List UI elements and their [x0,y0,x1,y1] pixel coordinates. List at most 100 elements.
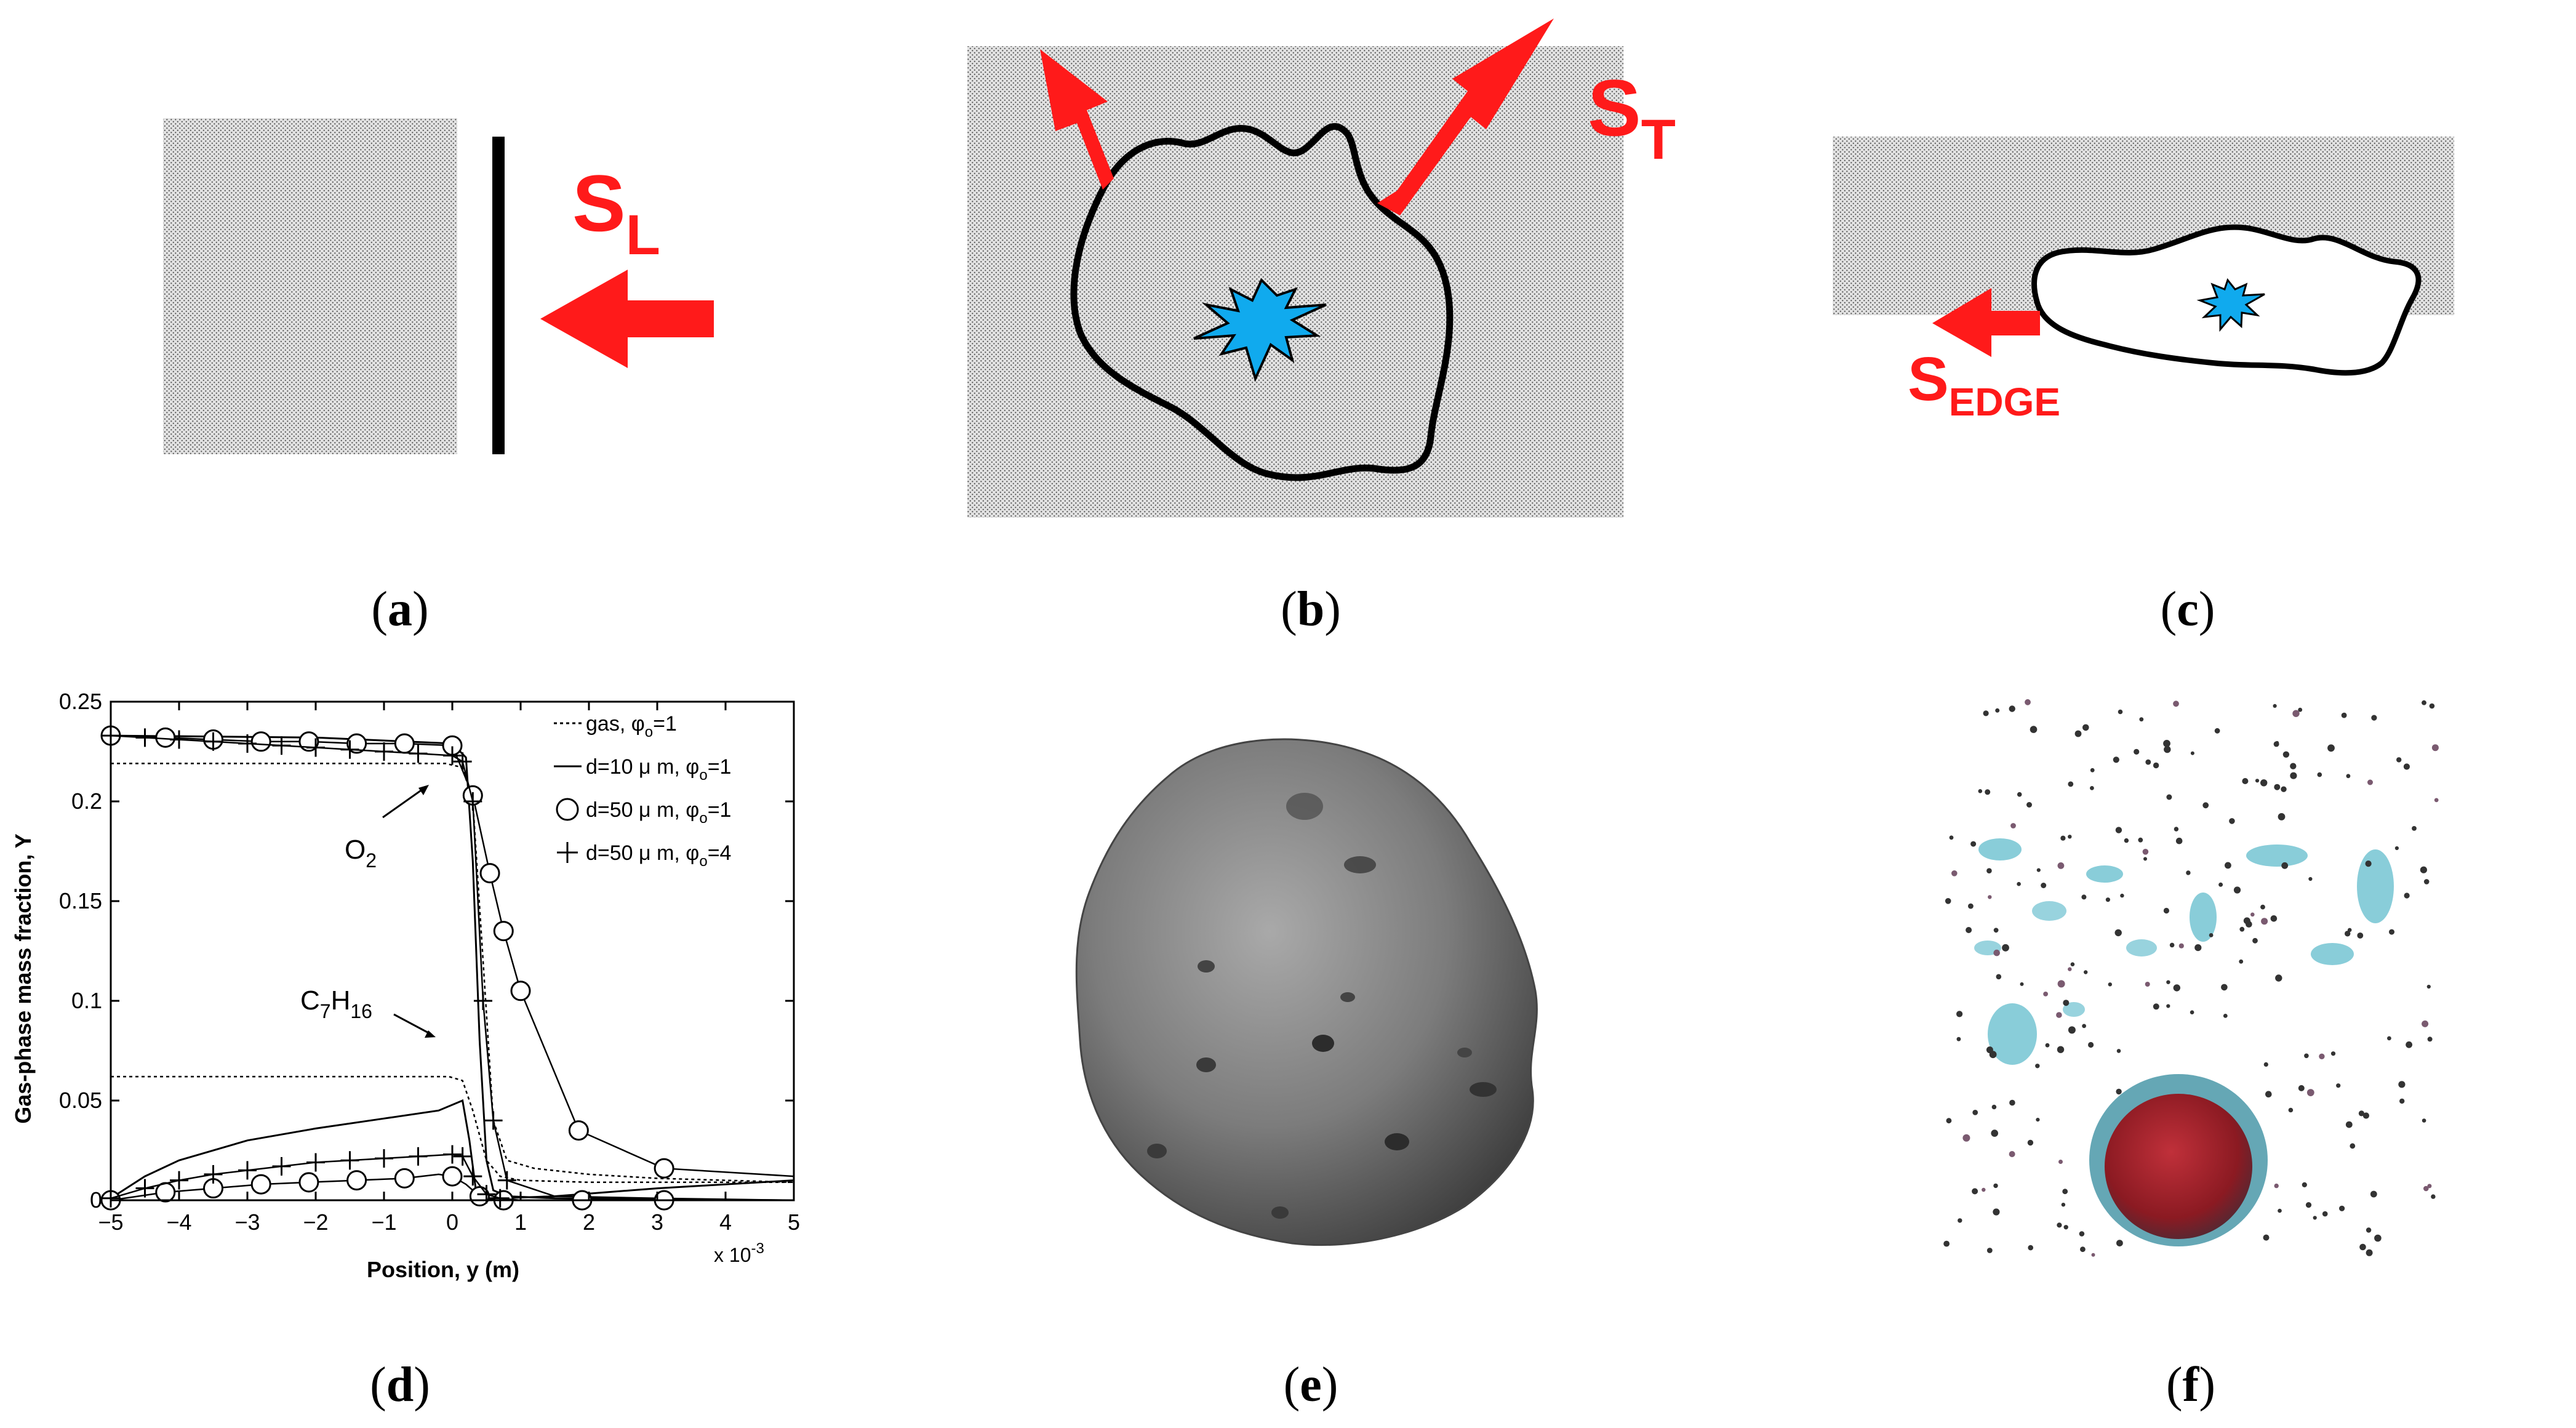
plus-marker [375,742,393,761]
droplet-dot [1958,1218,1962,1223]
surface-dimple [1312,1035,1334,1052]
droplet-dot [2043,992,2048,997]
droplet-dot [2370,1190,2377,1198]
plus-marker [443,1145,462,1164]
droplet-dot [1983,710,1989,716]
droplet-dot [2278,813,2286,820]
droplet-dot [1972,1188,1978,1195]
droplet-dot [2302,1182,2307,1187]
droplet-dot [2114,929,2122,937]
droplet-dot [2434,798,2439,803]
droplet-dot [2074,730,2082,737]
droplet-dot [1962,1134,1970,1142]
droplet-dot [2233,886,2241,894]
droplet-dot [1985,789,1991,795]
plus-marker [204,1165,223,1184]
x-tick-label: −2 [303,1209,328,1235]
droplet-dot [2350,1143,2356,1149]
cyan-patch [2126,939,2157,957]
droplet-dot [2229,818,2235,824]
droplet-dot [2068,1026,2076,1034]
droplet-dot [2079,1231,2085,1237]
circle-marker [346,733,367,754]
droplet-dot [2275,974,2282,982]
droplet-dot [2298,1085,2305,1091]
droplet-dot [2139,717,2144,722]
plus-marker [306,738,325,757]
droplet-dot [2202,802,2209,809]
droplet-dot [2214,728,2220,734]
plus-marker [204,732,223,751]
surface-dimple [1344,856,1376,873]
turbulent-speed-arrow-right [1377,18,1554,215]
x-tick-label: 0 [446,1209,458,1235]
x-tick-label: 5 [788,1209,800,1235]
droplet-dot [2056,1012,2062,1018]
droplet-dot [2027,1139,2034,1146]
droplet-dot [2115,827,2122,833]
plus-marker [135,1179,154,1198]
droplet-dot [2261,918,2268,925]
droplet-dot [2025,699,2031,705]
droplet-dot [2002,944,2009,952]
circle-marker [346,1170,367,1191]
panel-b: ST [862,0,1723,554]
plus-marker [463,792,482,811]
ignition-kernel [1193,278,1327,382]
droplet-dot [2362,1112,2369,1119]
droplet-dot [2290,772,2297,779]
droplet-dot [2124,838,2129,843]
droplet-dot [2068,967,2072,971]
droplet-dot [2057,1222,2062,1228]
svg-text:d=50 μ m, φo=4: d=50 μ m, φo=4 [586,841,731,870]
droplet-dot [2403,763,2410,770]
droplet-dot [2306,1089,2314,1096]
droplet-dot [2091,1253,2095,1257]
droplet-dot [2426,984,2431,989]
droplet-dot [2239,926,2245,932]
droplet-dot [2341,712,2347,718]
droplet-dot [2045,1043,2050,1048]
droplet-dot [2242,778,2249,784]
legend-entry-d50-phi4: d=50 μ m, φo=4 [557,841,731,870]
plus-marker [453,752,472,771]
droplet-dot [2082,1024,2086,1029]
plus-marker [473,992,492,1010]
unburned-region [163,118,457,454]
droplet-dot [2225,862,2231,869]
droplet-dot [2371,715,2377,721]
droplet-dot [2308,876,2313,881]
droplet-dot [1972,1110,1978,1115]
droplet-dot [2317,772,2322,777]
circle-marker [442,1166,463,1187]
cyan-patch [2311,943,2354,965]
y-tick-label: 0.2 [71,788,102,814]
droplet-dot [2357,933,2364,939]
droplet-dot [1956,1037,1961,1041]
droplet-dot [2273,704,2277,708]
x-tick-label: −3 [234,1209,260,1235]
droplet-dot [2145,759,2151,765]
droplet-dot [2088,1041,2094,1048]
droplet-dot [2278,1208,2282,1213]
droplet-dot [2394,846,2399,851]
cyan-patch [1988,1003,2037,1065]
droplet-dot [2358,1110,2364,1117]
panel-c: SEDGE [1723,0,2576,554]
plus-marker [135,728,154,747]
droplet-dot [2090,786,2094,790]
droplet-dot [2061,1203,2066,1207]
y-tick-label: 0.25 [59,689,102,714]
droplet-dot [2009,1099,2015,1106]
caption-b: (b) [1281,582,1341,636]
sl-label: SL [572,158,660,267]
droplet-dot [2036,1118,2040,1122]
series-line-O2-dotted [111,763,794,1184]
droplet-dot [2431,744,2439,752]
droplet-dot [2412,826,2417,831]
droplet-dot [2389,929,2394,935]
droplet-dot [2080,1246,2086,1253]
droplet-dot [1996,974,2002,980]
plus-marker [238,734,257,753]
plus-marker [340,1151,359,1170]
